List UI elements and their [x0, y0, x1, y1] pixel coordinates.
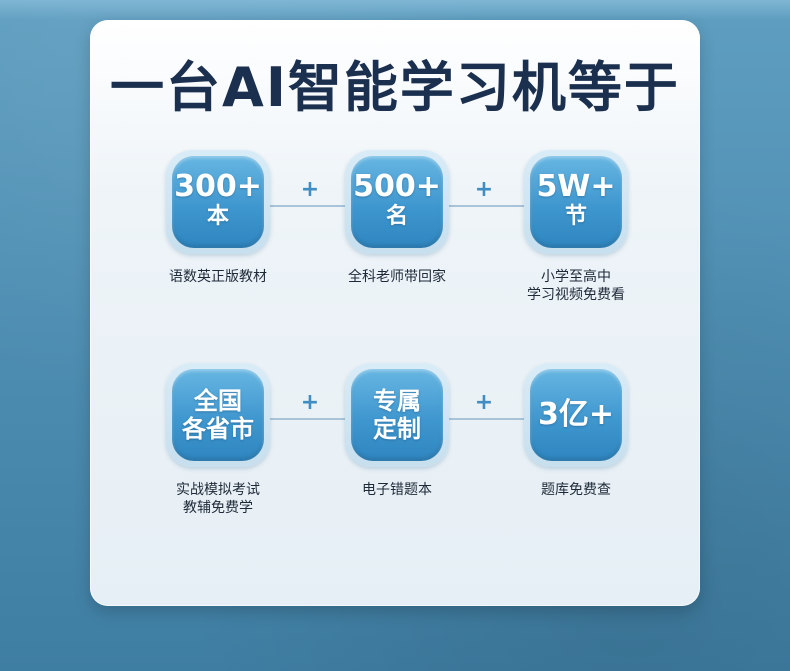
- connector-line: [270, 418, 346, 420]
- caption-videos: 小学至高中 学习视频免费看: [486, 268, 666, 304]
- badge-unit: 本: [206, 204, 229, 229]
- badge-value: 3亿+: [537, 397, 614, 432]
- headline: 一台AI智能学习机等于: [110, 56, 680, 119]
- badge-unit: 节: [564, 204, 587, 229]
- caption-question-bank: 题库免费查: [486, 481, 666, 499]
- badge-mock-exams: 全国 各省市: [166, 363, 270, 467]
- badge-question-bank: 3亿+: [524, 363, 628, 467]
- badge-line: 专属: [373, 387, 421, 415]
- badge-line: 全国: [194, 387, 242, 415]
- badge-videos: 5W+ 节: [524, 150, 628, 254]
- content-card: [90, 20, 700, 606]
- badge-face: 3亿+: [530, 369, 622, 461]
- connector-line: [449, 205, 525, 207]
- caption-line: 教辅免费学: [183, 500, 253, 516]
- badge-face: 300+ 本: [172, 156, 264, 248]
- badge-value: 300+: [174, 169, 262, 204]
- badge-textbooks: 300+ 本: [166, 150, 270, 254]
- badge-face: 500+ 名: [351, 156, 443, 248]
- plus-icon: +: [300, 177, 320, 202]
- badge-value: 500+: [353, 169, 441, 204]
- badge-line: 各省市: [182, 415, 254, 443]
- caption-line: 实战模拟考试: [176, 482, 260, 498]
- plus-icon: +: [300, 390, 320, 415]
- caption-line: 小学至高中: [541, 269, 611, 285]
- badge-face: 全国 各省市: [172, 369, 264, 461]
- caption-line: 学习视频免费看: [527, 287, 625, 303]
- badge-face: 5W+ 节: [530, 156, 622, 248]
- badge-line: 定制: [373, 415, 421, 443]
- badge-unit: 名: [385, 204, 408, 229]
- caption-mock-exams: 实战模拟考试 教辅免费学: [128, 481, 308, 517]
- caption-custom: 电子错题本: [307, 481, 487, 499]
- caption-line: 题库免费查: [541, 482, 611, 498]
- connector-line: [449, 418, 525, 420]
- badge-face: 专属 定制: [351, 369, 443, 461]
- plus-icon: +: [474, 390, 494, 415]
- badge-value: 5W+: [536, 169, 616, 204]
- top-band: [0, 0, 790, 20]
- connector-line: [270, 205, 346, 207]
- caption-line: 语数英正版教材: [169, 269, 267, 285]
- caption-line: 电子错题本: [362, 482, 432, 498]
- caption-textbooks: 语数英正版教材: [128, 268, 308, 286]
- caption-line: 全科老师带回家: [348, 269, 446, 285]
- plus-icon: +: [474, 177, 494, 202]
- badge-teachers: 500+ 名: [345, 150, 449, 254]
- caption-teachers: 全科老师带回家: [307, 268, 487, 286]
- badge-custom: 专属 定制: [345, 363, 449, 467]
